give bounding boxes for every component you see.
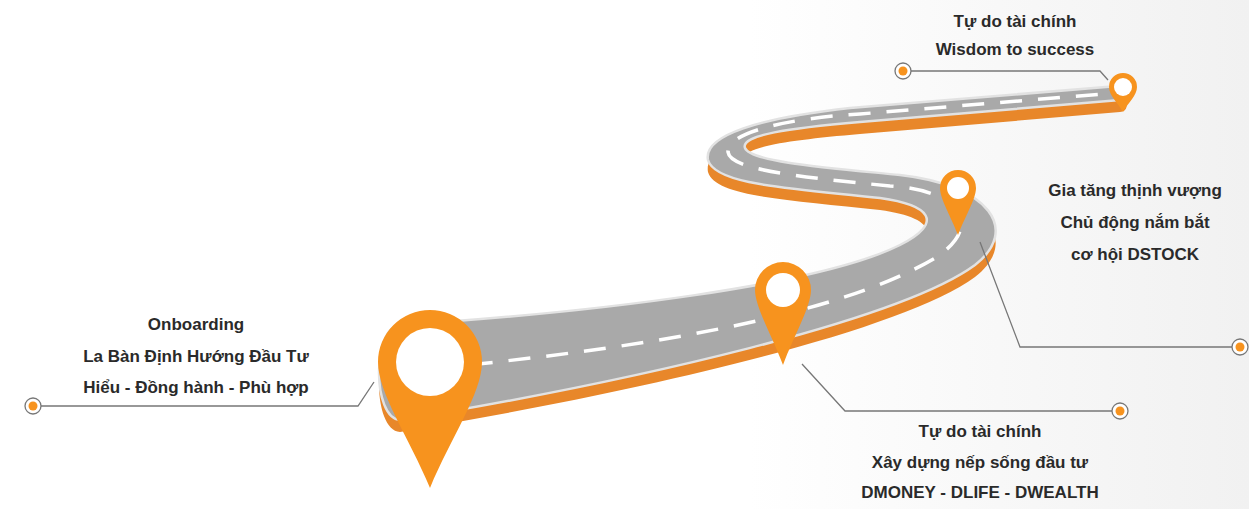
map-pin-hole [947,177,969,199]
leader-dot [29,402,38,411]
callout-text: cơ hội DSTOCK [1071,244,1199,266]
leader-dot [25,398,41,414]
leader-dots [25,63,1248,419]
leader-line [980,242,1232,347]
callout-text: Onboarding [148,314,244,336]
map-pin [940,170,976,235]
leader-lines [41,71,1232,411]
road-surface [379,86,1127,420]
callout-text: Hiểu - Đồng hành - Phù hợp [83,377,309,399]
leader-dot [899,67,908,76]
callout-text: Tự do tài chính [954,11,1077,33]
road-dashes [395,93,1115,372]
map-pin-hole [396,328,464,396]
leader-dot [1116,407,1125,416]
leader-dot [895,63,911,79]
leader-dot [1236,343,1245,352]
leader-dot [1232,339,1248,355]
callout-text: DMONEY - DLIFE - DWEALTH [861,482,1098,504]
callout-text: Chủ động nắm bắt [1060,212,1209,234]
leader-line [802,364,1112,411]
map-pins [378,73,1137,488]
callout-text: Wisdom to success [936,39,1095,61]
map-pin-hole [766,273,800,307]
leader-line [911,71,1108,80]
map-pin [378,310,482,488]
callout-text: Gia tăng thịnh vượng [1048,180,1222,202]
leader-dot [1112,403,1128,419]
callout-text: Tự do tài chính [919,421,1042,443]
callout-text: La Bàn Định Hướng Đầu Tư [83,346,309,368]
map-pin-hole [1114,78,1132,96]
map-pin [755,262,811,365]
callout-text: Xây dựng nếp sống đầu tư [872,452,1088,474]
map-pin [1109,73,1137,112]
